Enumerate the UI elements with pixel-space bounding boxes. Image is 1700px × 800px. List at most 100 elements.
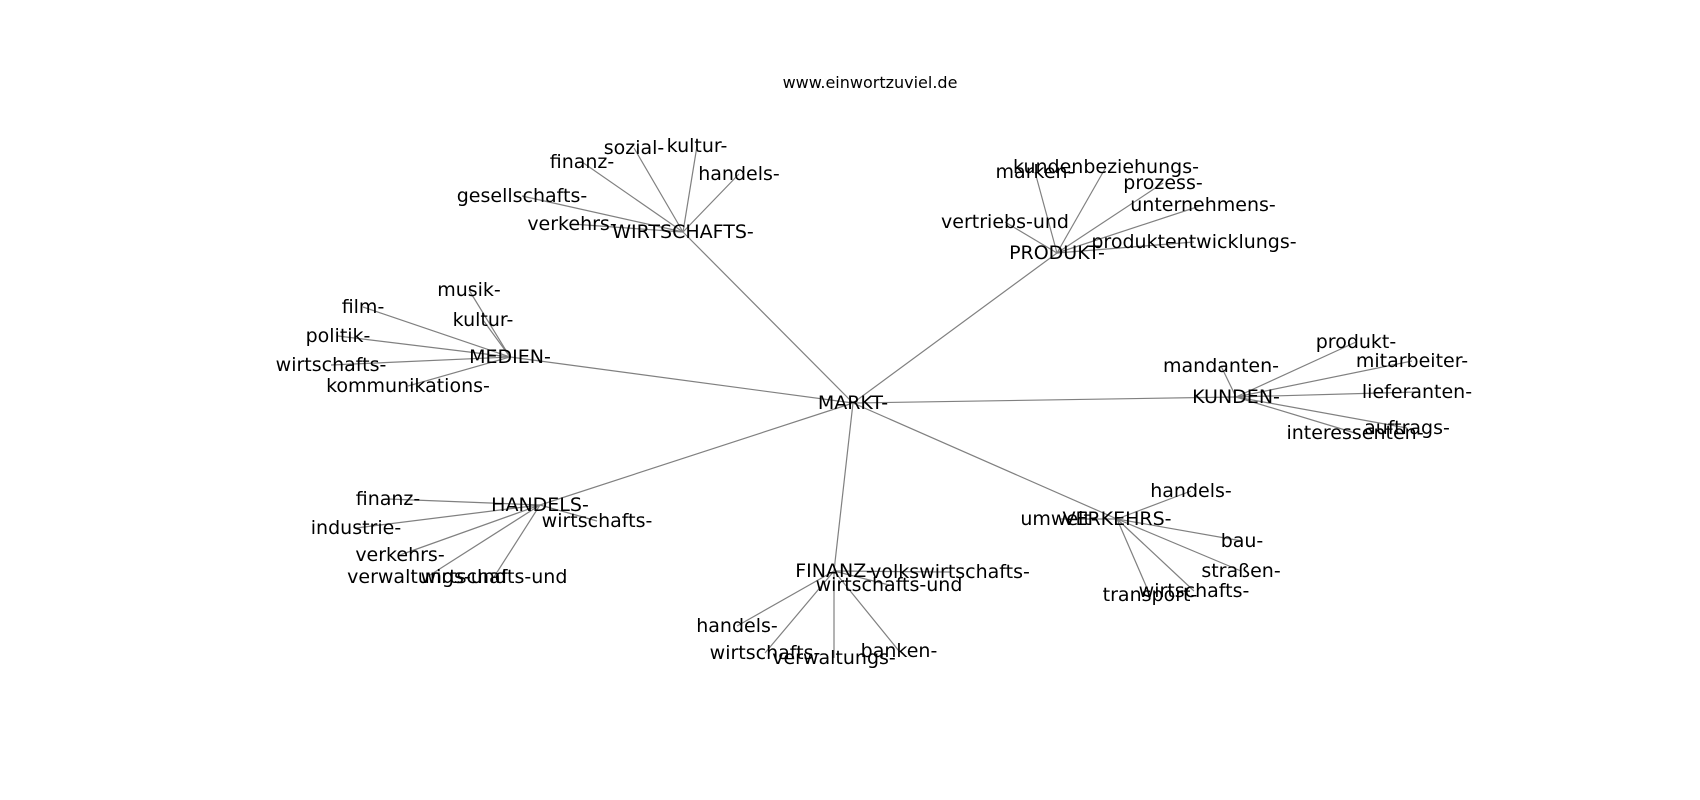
edge-hub-to-leaf bbox=[1235, 396, 1408, 429]
leaf-node-label: banken- bbox=[861, 640, 938, 662]
edge-hub-to-leaf bbox=[833, 570, 890, 586]
labels-layer: MARKT- WIRTSCHAFTS-gesellschafts-verkehrs… bbox=[276, 135, 1472, 669]
leaf-node-label: kultur- bbox=[667, 135, 728, 157]
edge-hub-to-leaf bbox=[399, 504, 541, 556]
edge-hub-to-leaf bbox=[736, 570, 835, 627]
leaf-node-label: auftrags- bbox=[1364, 417, 1450, 439]
hub-node-label: VERKEHRS- bbox=[1062, 508, 1171, 530]
edge-hub-to-leaf bbox=[1235, 391, 1418, 398]
hub-node-label: MEDIEN- bbox=[469, 346, 551, 368]
edge-hub-to-leaf bbox=[1056, 241, 1195, 254]
hub-node-label: WIRTSCHAFTS- bbox=[612, 221, 754, 243]
leaf-node-label: verkehrs- bbox=[355, 544, 444, 566]
hub-node-label: HANDELS- bbox=[491, 494, 589, 516]
leaf-node-label: politik- bbox=[306, 325, 371, 347]
edge-hub-to-leaf bbox=[337, 335, 511, 358]
edge-hub-to-leaf bbox=[1235, 396, 1356, 434]
leaf-node-label: wirtschafts- bbox=[276, 354, 387, 376]
edge-hub-to-leaf bbox=[1116, 518, 1242, 572]
edge-hub-to-leaf bbox=[571, 223, 684, 233]
leaf-node-label: verwaltungs- bbox=[772, 647, 896, 669]
edge-hub-to-leaf bbox=[1056, 182, 1164, 254]
edge-hub-to-leaf bbox=[1116, 518, 1151, 596]
hub-node-label: FINANZ- bbox=[795, 560, 873, 582]
edge-hub-to-leaf bbox=[387, 498, 541, 506]
leaf-node-label: kommunikations- bbox=[326, 375, 490, 397]
center-node-label: MARKT- bbox=[818, 392, 888, 414]
leaf-node-label: volkswirtschafts- bbox=[870, 561, 1030, 583]
leaf-node-label: marken- bbox=[996, 161, 1075, 183]
leaf-node-label: gesellschafts- bbox=[457, 185, 588, 207]
leaf-node-label: handels- bbox=[1150, 480, 1232, 502]
edge-hub-to-leaf bbox=[682, 145, 698, 233]
leaf-node-label: bau- bbox=[1221, 530, 1264, 552]
edge-hub-to-leaf bbox=[1235, 360, 1413, 398]
leaf-node-label: transport- bbox=[1103, 584, 1198, 606]
edge-hub-to-leaf bbox=[362, 306, 511, 358]
edge-hub-to-leaf bbox=[330, 356, 511, 366]
edge-hub-to-leaf bbox=[1116, 518, 1195, 592]
leaf-node-label: umwelt- bbox=[1020, 508, 1097, 530]
edge-hub-to-leaf bbox=[521, 195, 684, 233]
edge-hub-to-leaf bbox=[407, 356, 511, 387]
edge-hub-to-leaf bbox=[633, 147, 684, 233]
leaf-node-label: straßen- bbox=[1201, 560, 1280, 582]
edge-center-to-hub bbox=[539, 402, 854, 506]
leaf-node-label: wirtschafts-und bbox=[816, 574, 963, 596]
edge-hub-to-leaf bbox=[355, 504, 541, 529]
leaf-node-label: finanz- bbox=[550, 151, 615, 173]
edge-hub-to-leaf bbox=[1034, 171, 1058, 254]
edge-center-to-hub bbox=[852, 396, 1237, 404]
hub-node-label: PRODUKT- bbox=[1009, 242, 1105, 264]
edge-hub-to-leaf bbox=[1056, 204, 1204, 254]
edge-hub-to-leaf bbox=[539, 504, 598, 522]
leaf-node-label: wirtschafts- bbox=[710, 642, 821, 664]
edge-hub-to-leaf bbox=[1220, 365, 1237, 398]
edge-hub-to-leaf bbox=[1116, 490, 1192, 520]
leaf-node-label: kundenbeziehungs- bbox=[1013, 156, 1199, 178]
leaf-node-label: handels- bbox=[696, 615, 778, 637]
leaf-node-label: wirtschafts-und bbox=[421, 566, 568, 588]
leaf-node-label: finanz- bbox=[356, 488, 421, 510]
leaf-node-label: interessenten- bbox=[1286, 422, 1423, 444]
leaf-node-label: sozial- bbox=[604, 137, 665, 159]
edge-hub-to-leaf bbox=[1116, 518, 1243, 542]
leaf-node-label: wirtschafts- bbox=[1139, 580, 1250, 602]
edge-hub-to-leaf bbox=[581, 161, 684, 233]
edge-center-to-hub bbox=[833, 402, 854, 572]
leaf-node-label: lieferanten- bbox=[1362, 381, 1472, 403]
edge-hub-to-leaf bbox=[833, 570, 900, 652]
edge-center-to-hub bbox=[852, 252, 1058, 404]
leaf-node-label: wirtschafts- bbox=[542, 510, 653, 532]
leaf-node-label: unternehmens- bbox=[1130, 194, 1275, 216]
edge-hub-to-leaf bbox=[764, 570, 835, 654]
hub-node-label: KUNDEN- bbox=[1192, 386, 1280, 408]
edge-hub-to-leaf bbox=[1004, 221, 1058, 254]
edge-center-to-hub bbox=[682, 231, 854, 404]
edge-center-to-hub bbox=[852, 402, 1118, 520]
leaf-node-label: verkehrs- bbox=[527, 213, 616, 235]
leaf-node-label: vertriebs-und bbox=[941, 211, 1069, 233]
leaf-node-label: produkt- bbox=[1316, 331, 1397, 353]
leaf-node-label: produktentwicklungs- bbox=[1091, 231, 1296, 253]
edges-layer bbox=[330, 145, 1418, 658]
edge-hub-to-leaf bbox=[468, 289, 511, 358]
leaf-node-label: verwaltungs-und bbox=[347, 566, 507, 588]
edge-center-to-hub bbox=[509, 356, 854, 404]
edge-hub-to-leaf bbox=[493, 504, 541, 578]
leaf-node-label: mandanten- bbox=[1163, 355, 1279, 377]
leaf-node-label: prozess- bbox=[1123, 172, 1202, 194]
leaf-node-label: handels- bbox=[698, 163, 780, 185]
leaf-node-label: film- bbox=[342, 296, 385, 318]
source-caption: www.einwortzuviel.de bbox=[783, 73, 958, 92]
edge-hub-to-leaf bbox=[682, 173, 740, 233]
leaf-node-label: industrie- bbox=[311, 517, 401, 539]
edge-hub-to-leaf bbox=[833, 570, 951, 573]
edge-hub-to-leaf bbox=[482, 319, 511, 358]
edge-hub-to-leaf bbox=[1235, 341, 1357, 398]
leaf-node-label: kultur- bbox=[453, 309, 514, 331]
edge-hub-to-leaf bbox=[426, 504, 541, 578]
leaf-node-label: musik- bbox=[437, 279, 501, 301]
leaf-node-label: mitarbeiter- bbox=[1356, 350, 1468, 372]
